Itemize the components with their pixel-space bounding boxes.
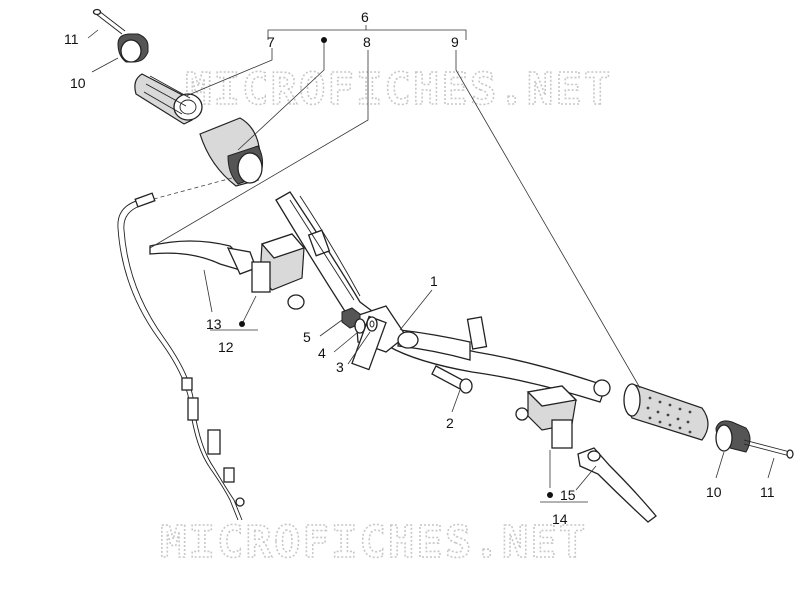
part-label-3: 3	[336, 359, 344, 375]
throttle-grip	[199, 117, 264, 187]
leader-lines	[87, 25, 775, 503]
part-label-7: 7	[267, 34, 275, 50]
part-label-15: 15	[560, 487, 576, 503]
part-label-2: 2	[446, 415, 454, 431]
washer-part-3	[366, 316, 378, 332]
part-label-11-left: 11	[64, 31, 79, 47]
part-label-10-right: 10	[706, 484, 722, 500]
left-bar-end-weight	[117, 33, 149, 63]
part-label-13: 13	[206, 316, 222, 332]
right-bar-end-weight	[715, 420, 751, 453]
marker-dot	[321, 37, 327, 43]
part-label-8: 8	[363, 34, 371, 50]
throttle-cable	[117, 177, 245, 521]
part-label-11-right: 11	[760, 484, 775, 500]
washer-part-4	[354, 318, 366, 334]
right-bar-end-bolt	[743, 439, 794, 459]
part-label-9: 9	[451, 34, 459, 50]
marker-dot	[239, 321, 245, 327]
right-brake-lever	[577, 447, 657, 523]
left-brake-lever	[149, 240, 257, 275]
left-bar-end-bolt	[92, 8, 126, 35]
watermark-top: MICROFICHES.NET	[185, 64, 612, 115]
bolt-part-2	[431, 365, 473, 394]
watermark-bottom: MICROFICHES.NET	[160, 517, 587, 568]
part-label-5: 5	[303, 329, 311, 345]
marker-dot	[547, 492, 553, 498]
part-label-1: 1	[430, 273, 438, 289]
left-grip	[134, 73, 203, 125]
part-label-6: 6	[361, 9, 369, 25]
right-grip	[623, 383, 709, 441]
part-label-12: 12	[218, 339, 234, 355]
part-label-14: 14	[552, 511, 568, 527]
left-master-cylinder	[251, 233, 306, 310]
part-label-10-left: 10	[70, 75, 86, 91]
part-label-4: 4	[318, 345, 326, 361]
right-master-cylinder	[515, 385, 578, 449]
